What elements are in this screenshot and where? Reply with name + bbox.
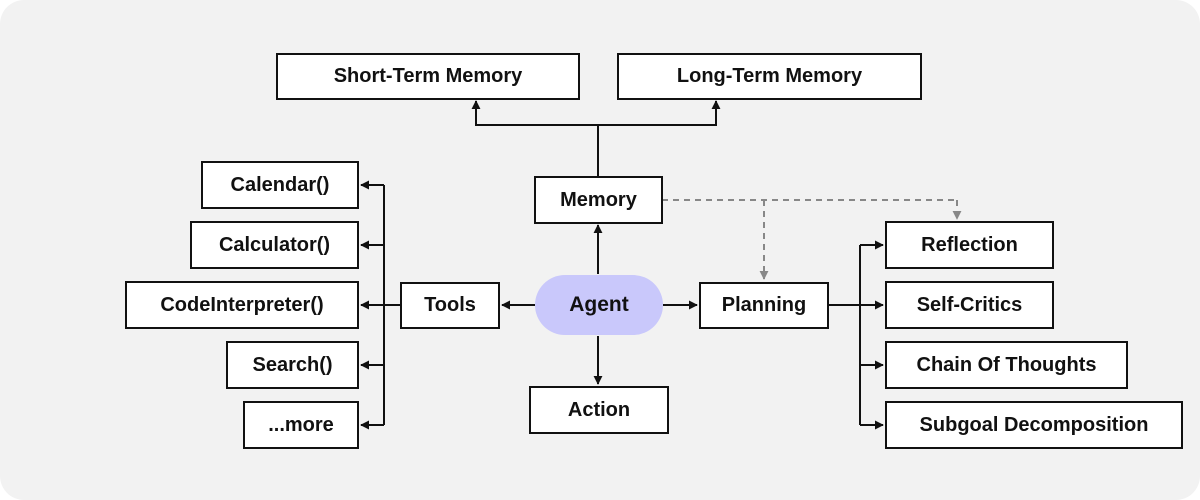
- planning-item-self-critics: Self-Critics: [885, 281, 1054, 329]
- long-term-memory-node: Long-Term Memory: [617, 53, 922, 100]
- agent-node: Agent: [535, 275, 663, 335]
- tools-node: Tools: [400, 282, 500, 329]
- planning-item-reflection: Reflection: [885, 221, 1054, 269]
- memory-node: Memory: [534, 176, 663, 224]
- planning-tree-connector: [829, 245, 861, 425]
- tool-item-search: Search(): [226, 341, 359, 389]
- planning-item-chain-of-thoughts: Chain Of Thoughts: [885, 341, 1128, 389]
- tool-item-calculator: Calculator(): [190, 221, 359, 269]
- tool-item-calendar: Calendar(): [201, 161, 359, 209]
- planning-node: Planning: [699, 282, 829, 329]
- planning-item-subgoal-decomposition: Subgoal Decomposition: [885, 401, 1183, 449]
- arrow-to-long-term-memory: [598, 100, 721, 126]
- tool-item-code-interpreter: CodeInterpreter(): [125, 281, 359, 329]
- action-node: Action: [529, 386, 669, 434]
- short-term-memory-node: Short-Term Memory: [276, 53, 580, 100]
- tool-item-more: ...more: [243, 401, 359, 449]
- tools-tree-connector: [383, 185, 400, 425]
- arrow-to-short-term-memory: [471, 100, 598, 126]
